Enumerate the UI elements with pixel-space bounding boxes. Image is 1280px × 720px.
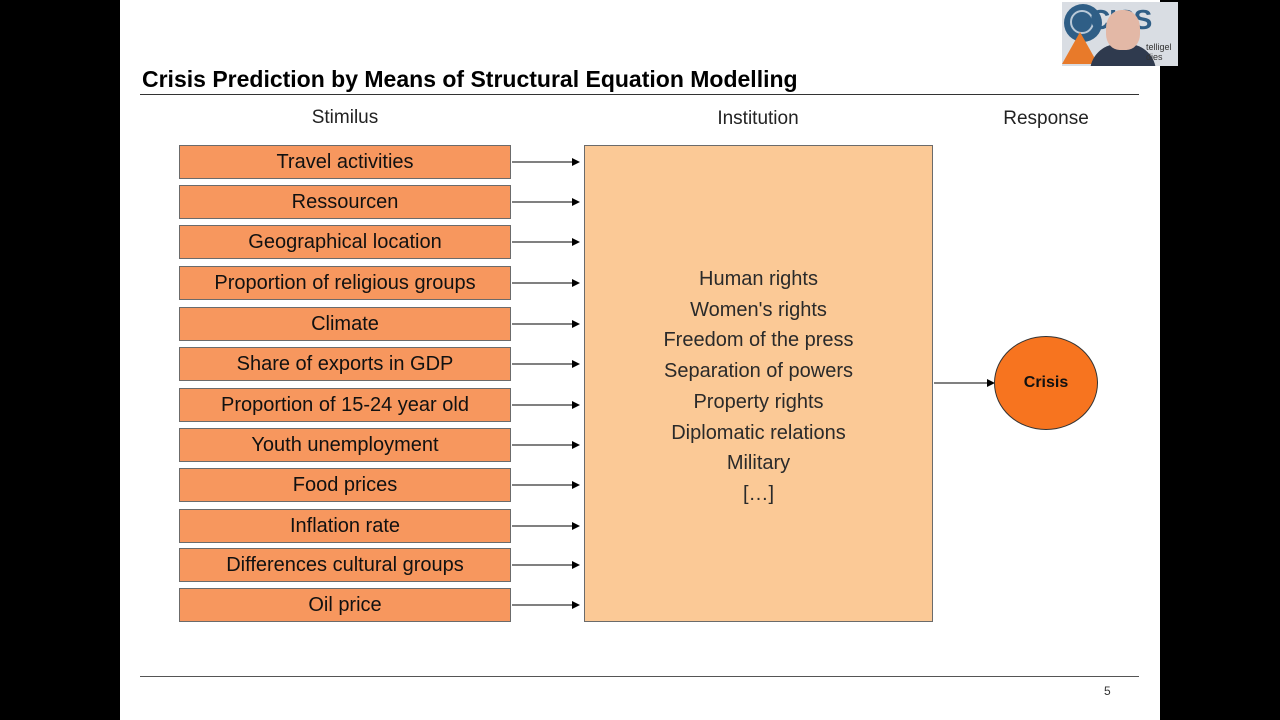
response-crisis-node: Crisis bbox=[994, 336, 1098, 430]
stimulus-box-climate: Climate bbox=[179, 307, 511, 341]
institution-item: […] bbox=[742, 482, 775, 505]
stimulus-box-inflation-rate: Inflation rate bbox=[179, 509, 511, 543]
column-heading-response: Response bbox=[1003, 108, 1089, 129]
globe-logo-icon bbox=[1064, 4, 1102, 42]
presenter-body bbox=[1090, 44, 1156, 66]
stimulus-box-travel-activities: Travel activities bbox=[179, 145, 511, 179]
institution-item: Military bbox=[726, 452, 791, 475]
stimulus-box-food-prices: Food prices bbox=[179, 468, 511, 502]
title-divider bbox=[140, 94, 1139, 95]
slide: Crisis Prediction by Means of Structural… bbox=[120, 0, 1160, 720]
institution-list: Human rights Women's rights Freedom of t… bbox=[585, 264, 932, 510]
stimulus-box-oil-price: Oil price bbox=[179, 588, 511, 622]
institution-item: Separation of powers bbox=[663, 360, 853, 383]
stimulus-box-youth-unemployment: Youth unemployment bbox=[179, 428, 511, 462]
presenter-webcam-overlay: CISS telligel dies bbox=[1062, 2, 1178, 66]
footer-divider bbox=[140, 676, 1139, 677]
institution-item: Women's rights bbox=[690, 298, 827, 321]
institution-item: Diplomatic relations bbox=[671, 421, 846, 444]
presenter-head bbox=[1106, 10, 1140, 50]
slide-title: Crisis Prediction by Means of Structural… bbox=[142, 66, 798, 92]
stimulus-box-cultural-groups: Differences cultural groups bbox=[179, 548, 511, 582]
stimulus-box-ressourcen: Ressourcen bbox=[179, 185, 511, 219]
stimulus-box-religious-groups: Proportion of religious groups bbox=[179, 266, 511, 300]
stimulus-box-geographical-location: Geographical location bbox=[179, 225, 511, 259]
letterbox-right bbox=[1160, 0, 1280, 720]
institution-box: Human rights Women's rights Freedom of t… bbox=[584, 145, 933, 622]
stimulus-box-15-24-year-old: Proportion of 15-24 year old bbox=[179, 388, 511, 422]
connector-arrows bbox=[512, 158, 995, 609]
stimulus-box-exports-gdp: Share of exports in GDP bbox=[179, 347, 511, 381]
column-heading-stimulus: Stimilus bbox=[311, 107, 379, 128]
institution-item: Property rights bbox=[693, 390, 824, 413]
column-heading-institution: Institution bbox=[717, 108, 799, 129]
logo-subtext: telligel dies bbox=[1146, 42, 1172, 62]
page-number: 5 bbox=[1104, 684, 1111, 698]
institution-item: Human rights bbox=[699, 268, 818, 290]
institution-item: Freedom of the press bbox=[663, 329, 854, 352]
